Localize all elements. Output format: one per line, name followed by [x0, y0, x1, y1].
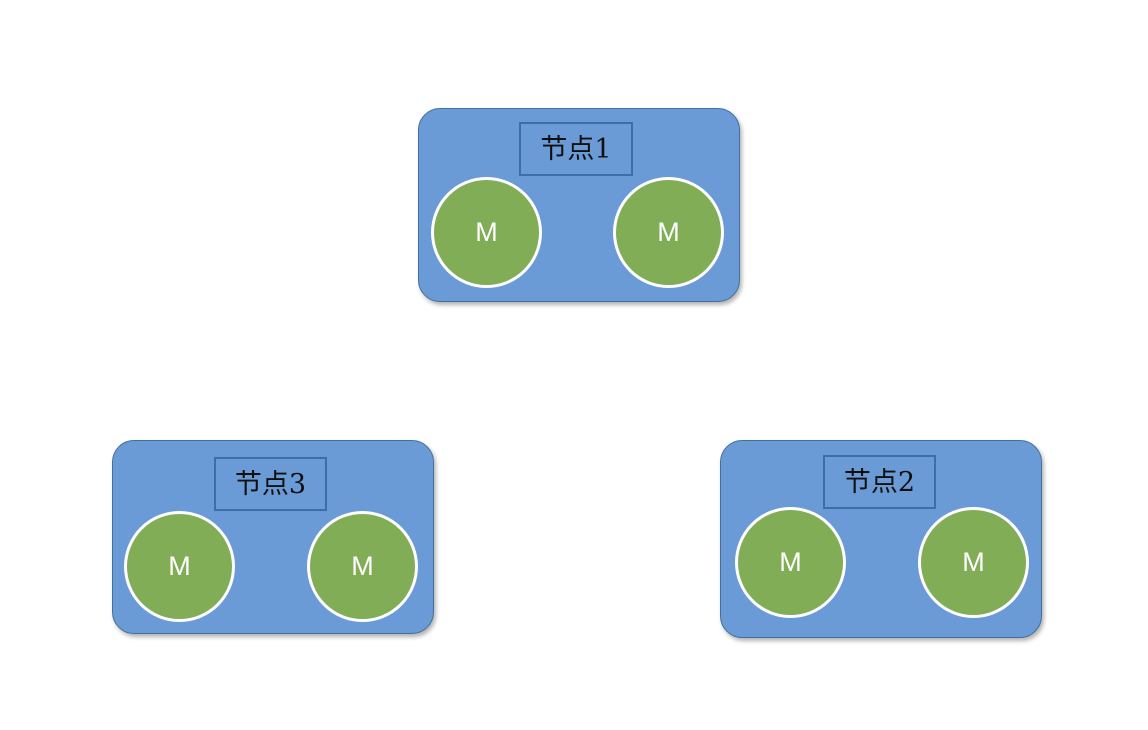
member-label: M	[168, 551, 191, 581]
member-label: M	[475, 217, 498, 247]
member-circle[interactable]: M	[307, 511, 418, 622]
node-label-text: 节点2	[843, 466, 916, 498]
member-circle[interactable]: M	[431, 177, 542, 288]
node-label-box-node-1: 节点1	[519, 122, 633, 176]
member-circle[interactable]: M	[918, 507, 1029, 618]
node-label-box-node-2: 节点2	[823, 455, 936, 509]
node-panel-node-1[interactable]: 节点1 M M	[418, 108, 740, 302]
node-panel-node-2[interactable]: 节点2 M M	[720, 440, 1042, 638]
member-label: M	[657, 217, 680, 247]
member-label: M	[779, 547, 802, 577]
member-circle[interactable]: M	[613, 177, 724, 288]
member-circle[interactable]: M	[735, 507, 846, 618]
node-label-text: 节点3	[234, 468, 307, 500]
member-label: M	[351, 551, 374, 581]
node-label-box-node-3: 节点3	[214, 457, 327, 511]
node-label-text: 节点1	[540, 133, 612, 165]
member-circle[interactable]: M	[124, 511, 235, 622]
node-panel-node-3[interactable]: 节点3 M M	[112, 440, 434, 634]
member-label: M	[962, 547, 985, 577]
